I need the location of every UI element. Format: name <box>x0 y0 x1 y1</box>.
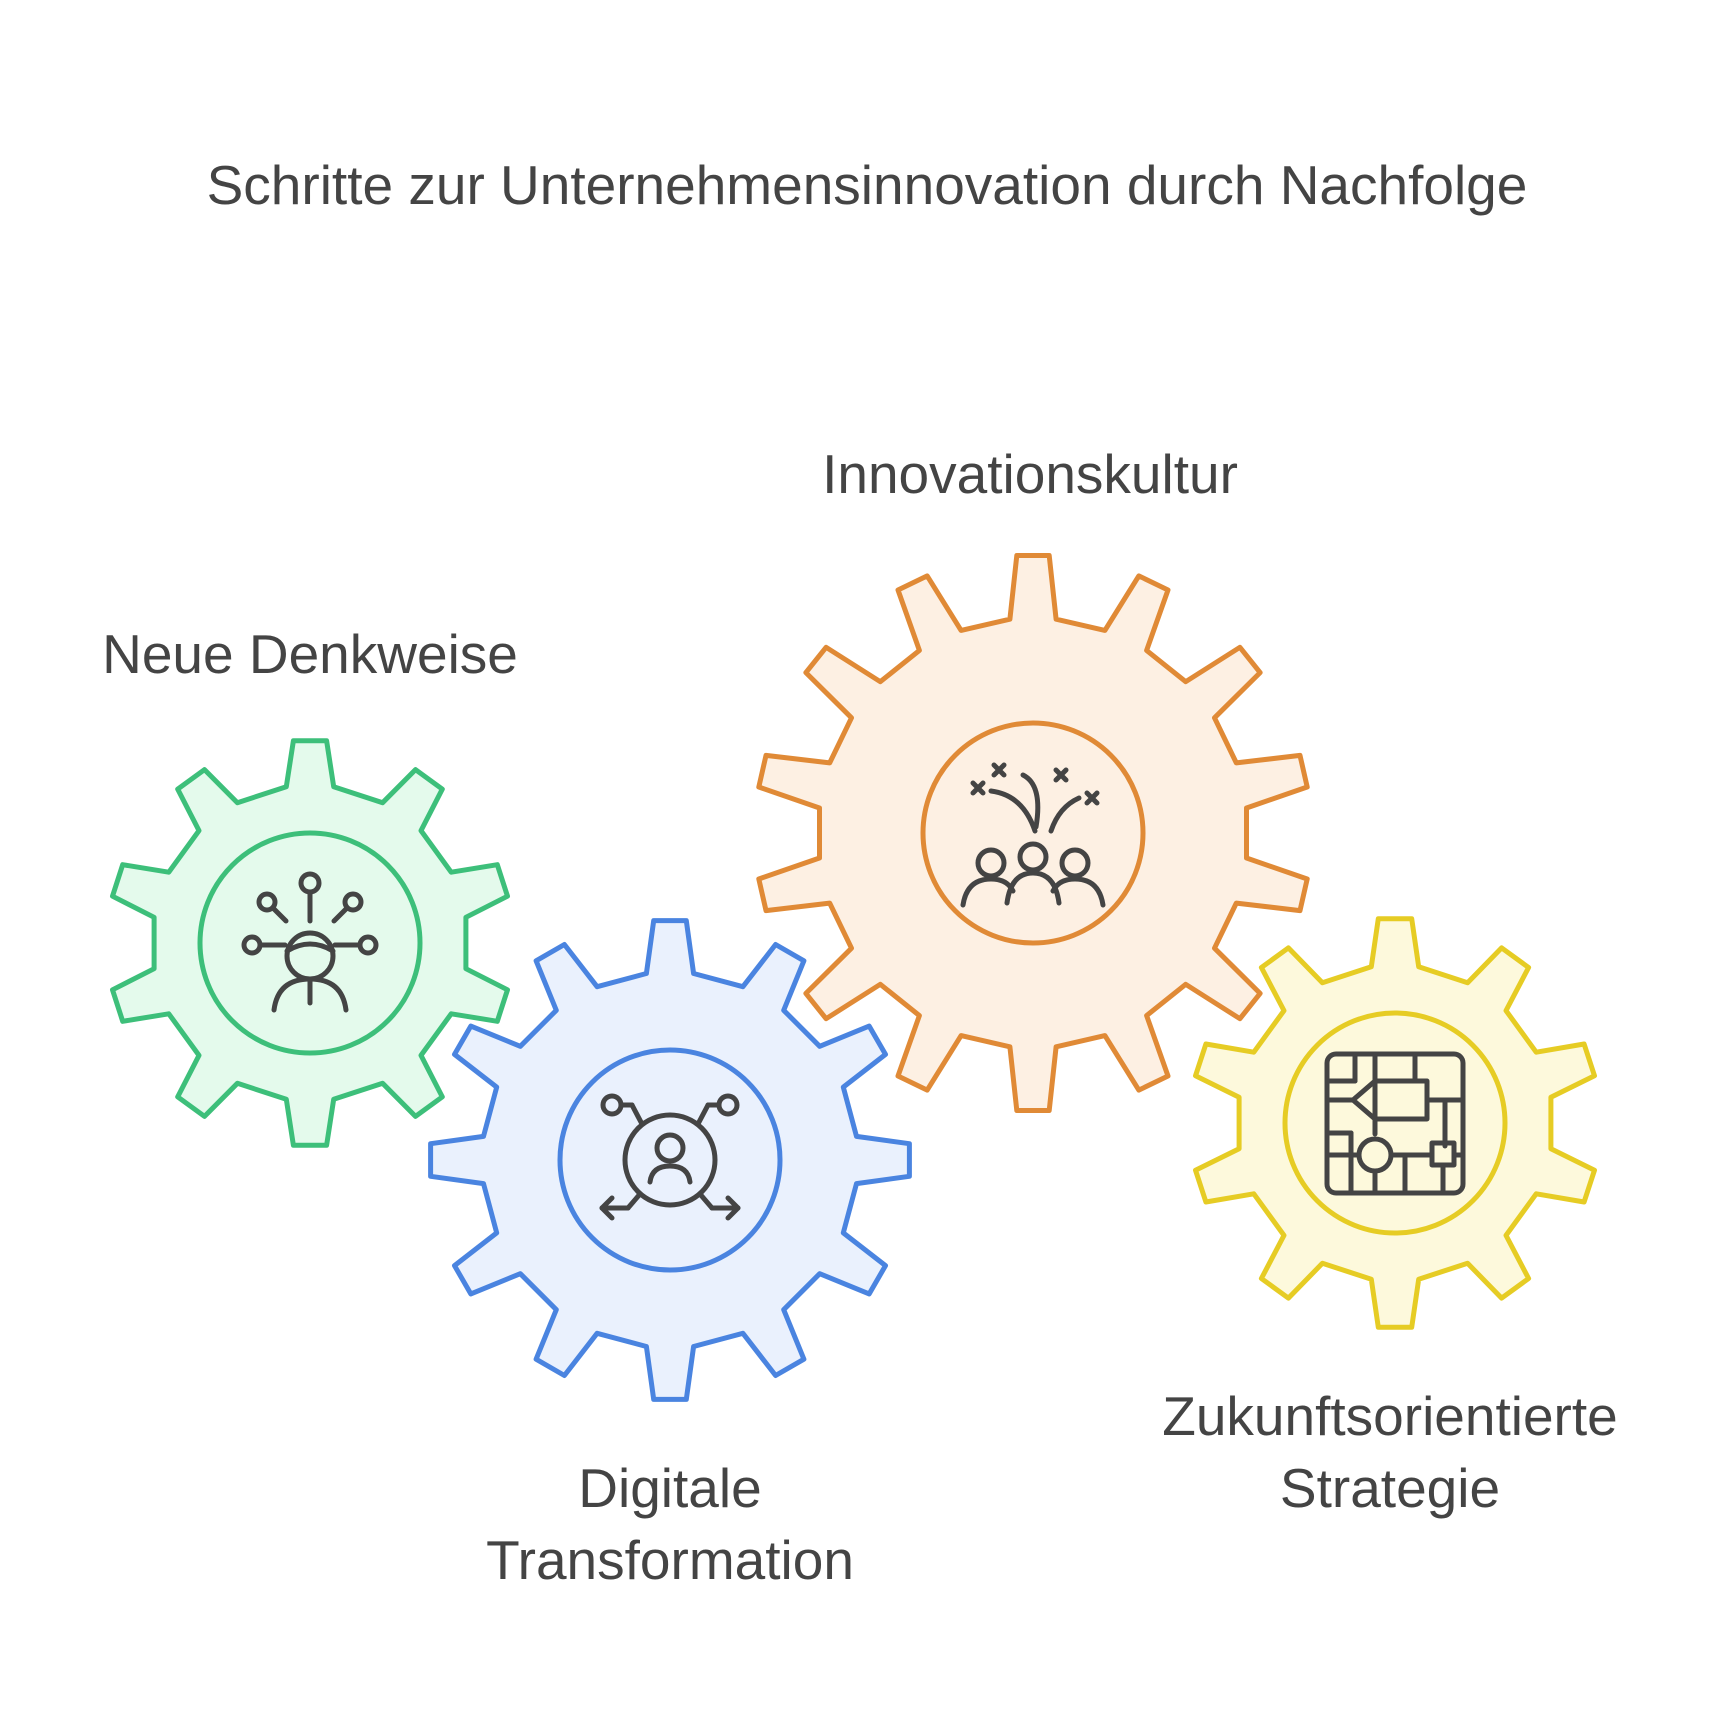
gear-zukunftsorientierte-strategie <box>1193 916 1597 1330</box>
label-line: Innovationskultur <box>822 443 1238 505</box>
label-line: Strategie <box>1279 1457 1501 1519</box>
label-innovationskultur: Innovationskultur <box>780 438 1280 510</box>
mindset-person-network-icon <box>241 871 379 1013</box>
label-neue-denkweise: Neue Denkweise <box>60 618 560 690</box>
strategy-flowchart-icon <box>1324 1051 1466 1196</box>
label-line: Neue Denkweise <box>102 623 518 685</box>
label-line: Transformation <box>486 1529 854 1591</box>
user-network-transformation-icon <box>599 1093 741 1221</box>
gear-digitale-transformation <box>428 918 912 1402</box>
label-zukunftsorientierte-strategie: Zukunftsorientierte Strategie <box>1110 1380 1670 1524</box>
gear-innovationskultur <box>756 553 1310 1113</box>
label-line: Digitale <box>578 1457 762 1519</box>
label-digitale-transformation: Digitale Transformation <box>420 1452 920 1596</box>
gear-neue-denkweise <box>110 738 510 1148</box>
label-line: Zukunftsorientierte <box>1162 1385 1618 1447</box>
diagram-title: Schritte zur Unternehmensinnovation durc… <box>206 154 1528 216</box>
team-celebration-icon <box>960 762 1106 908</box>
